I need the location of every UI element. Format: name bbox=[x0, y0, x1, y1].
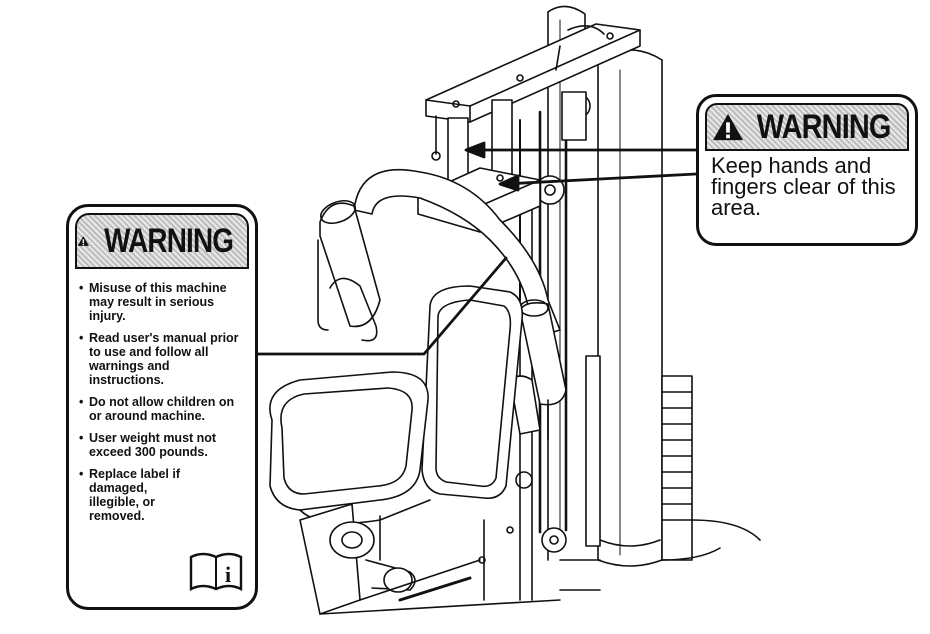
warning-triangle-icon bbox=[77, 236, 89, 246]
warning-header: WARNING bbox=[75, 213, 249, 269]
warning-bullet: Misuse of this machine may result in ser… bbox=[79, 281, 247, 323]
press-arm bbox=[317, 168, 567, 441]
leader-lines bbox=[256, 141, 698, 356]
warning-bullet: Do not allow children on or around machi… bbox=[79, 395, 247, 423]
warning-triangle-icon bbox=[713, 113, 744, 141]
main-column bbox=[597, 49, 663, 567]
warning-bullet: User weight must not exceed 300 pounds. bbox=[79, 431, 247, 459]
warning-label-left: WARNING Misuse of this machine may resul… bbox=[66, 204, 258, 610]
warning-heading: WARNING bbox=[757, 107, 892, 146]
warning-message: Keep hands and fingers clear of this are… bbox=[711, 153, 896, 220]
lower-frame bbox=[299, 503, 601, 615]
warning-bullet: Read user's manual prior to use and foll… bbox=[79, 331, 247, 387]
rear-pillar bbox=[547, 5, 586, 561]
manual-info-icon: i bbox=[189, 551, 243, 591]
manual-glyph: i bbox=[225, 562, 231, 587]
warning-bullet: Replace label if damaged, illegible, or … bbox=[79, 467, 247, 523]
warning-bullet-list: Misuse of this machine may result in ser… bbox=[69, 281, 255, 523]
warning-heading: WARNING bbox=[103, 221, 234, 260]
seat-pad bbox=[269, 371, 431, 561]
back-pad bbox=[421, 285, 524, 500]
warning-label-right: WARNING Keep hands and fingers clear of … bbox=[696, 94, 918, 246]
warning-header: WARNING bbox=[705, 103, 909, 151]
top-beam bbox=[425, 23, 641, 161]
weight-stack bbox=[585, 355, 761, 561]
